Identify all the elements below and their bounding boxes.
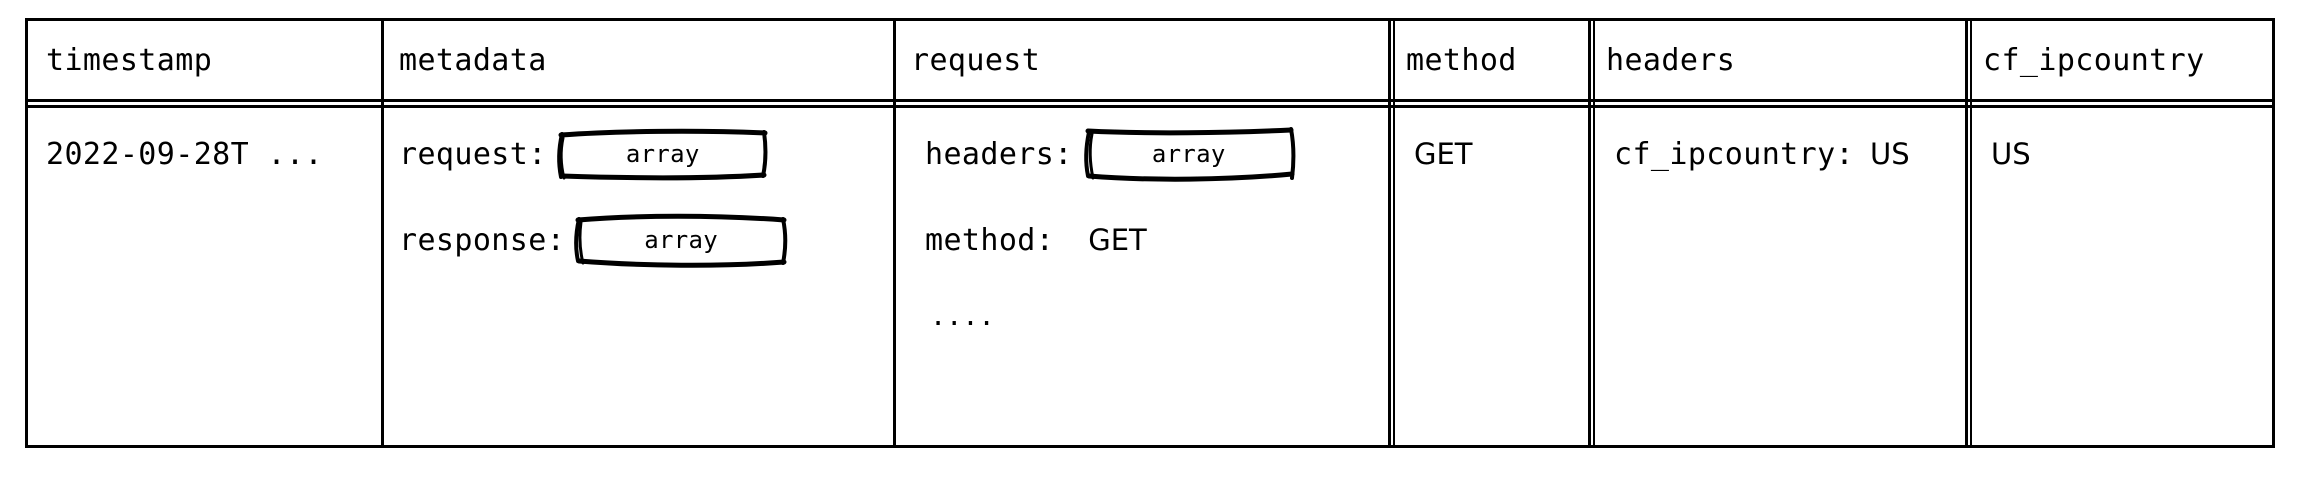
metadata-field-response: response: array: [399, 210, 893, 270]
metadata-field-request: request: array: [399, 124, 893, 184]
header-separator-line-upper: [25, 99, 2275, 102]
column-header-label: timestamp: [46, 42, 213, 78]
sketchy-box-icon: [574, 213, 788, 268]
field-key-label: response:: [399, 222, 566, 258]
column-header-headers[interactable]: headers: [1588, 21, 1965, 99]
sketchy-box-icon: [1083, 127, 1296, 182]
column-divider-5: [1965, 18, 1972, 448]
header-separator-line-lower: [25, 105, 2275, 108]
column-divider-3: [1388, 18, 1395, 448]
headers-field-cf-ipcountry: cf_ipcountry: US: [1614, 124, 1965, 184]
column-header-label: method: [1406, 42, 1517, 78]
field-value: US: [1870, 137, 1910, 171]
cf-ipcountry-value: US: [1991, 137, 2031, 171]
cell-timestamp[interactable]: 2022-09-28T ...: [28, 108, 381, 445]
table-row: 2022-09-28T ... request: array: [28, 108, 2272, 445]
column-header-timestamp[interactable]: timestamp: [28, 21, 381, 99]
method-value-row: GET: [1414, 124, 1588, 184]
column-header-label: cf_ipcountry: [1983, 42, 2205, 78]
column-header-label: headers: [1606, 42, 1736, 78]
array-badge-label: array: [625, 140, 700, 168]
request-field-method: method: GET: [911, 210, 1388, 270]
table-header-row: timestamp metadata request method header…: [28, 21, 2272, 99]
column-header-label: metadata: [399, 42, 547, 78]
cell-request[interactable]: headers: array method: GET ....: [893, 108, 1388, 445]
column-header-cf-ipcountry[interactable]: cf_ipcountry: [1965, 21, 2278, 99]
request-field-headers: headers: array: [911, 124, 1388, 184]
field-key-label: request:: [399, 136, 547, 172]
array-type-badge[interactable]: array: [1083, 127, 1296, 182]
cf-ipcountry-value-row: US: [1991, 124, 2278, 184]
column-divider-1: [381, 18, 384, 448]
column-header-request[interactable]: request: [893, 21, 1388, 99]
request-truncation-row: ....: [911, 284, 1388, 344]
ellipsis-indicator: ....: [933, 295, 998, 333]
sketchy-box-icon: [556, 128, 768, 181]
field-key-label: method:: [925, 222, 1055, 258]
cell-cf-ipcountry[interactable]: US: [1965, 108, 2278, 445]
column-header-method[interactable]: method: [1388, 21, 1588, 99]
column-divider-2: [893, 18, 896, 448]
timestamp-value-row: 2022-09-28T ...: [46, 124, 381, 184]
column-header-metadata[interactable]: metadata: [381, 21, 893, 99]
timestamp-value: 2022-09-28T ...: [46, 136, 323, 172]
method-value: GET: [1414, 137, 1473, 171]
array-type-badge[interactable]: array: [574, 213, 788, 268]
cell-method[interactable]: GET: [1388, 108, 1588, 445]
field-value: GET: [1088, 223, 1147, 257]
column-divider-4: [1588, 18, 1595, 448]
column-header-label: request: [911, 42, 1041, 78]
array-type-badge[interactable]: array: [556, 128, 769, 181]
field-key-label: headers:: [925, 136, 1073, 172]
cell-metadata[interactable]: request: array response:: [381, 108, 893, 445]
array-badge-label: array: [644, 226, 719, 254]
schema-table: timestamp metadata request method header…: [25, 18, 2275, 448]
array-badge-label: array: [1151, 140, 1226, 168]
cell-headers[interactable]: cf_ipcountry: US: [1588, 108, 1965, 445]
field-key-label: cf_ipcountry:: [1614, 136, 1854, 172]
